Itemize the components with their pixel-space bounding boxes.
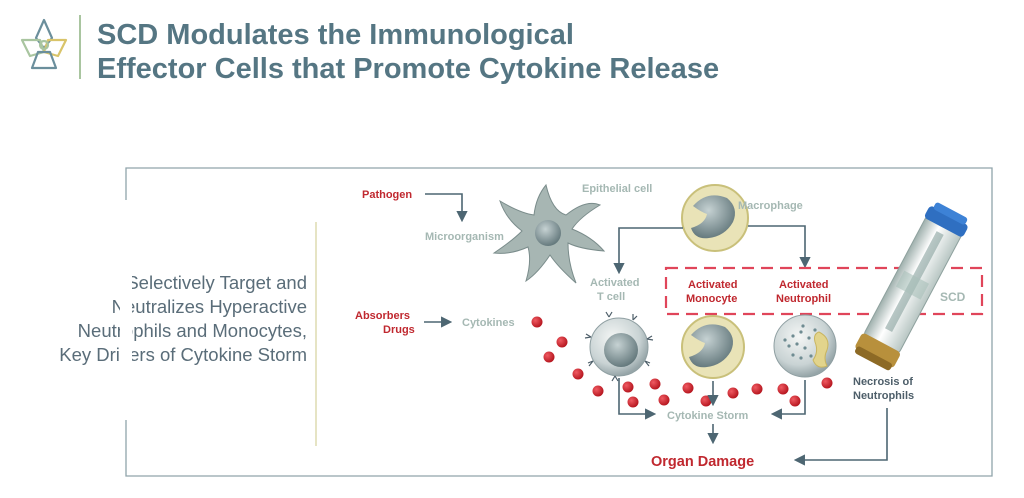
arrow-to-tcell — [613, 227, 683, 275]
activated-neutrophil-label-2: Neutrophil — [776, 293, 831, 305]
header-divider — [79, 15, 81, 79]
microorganism-label: Microorganism — [425, 231, 504, 243]
organ-damage-label: Organ Damage — [651, 454, 754, 470]
absorbers-label: Absorbers — [355, 310, 410, 322]
necrosis-label-2: Neutrophils — [853, 390, 914, 402]
tcell-to-storm-arrow — [618, 378, 657, 420]
neutrophil-cell — [773, 314, 837, 378]
summary-line-2: Neutralizes Hyperactive — [111, 296, 307, 317]
title-line-1: SCD Modulates the Immunological — [97, 19, 574, 51]
activated-neutrophil-label-1: Activated — [779, 279, 829, 291]
epithelial-cell — [492, 183, 606, 284]
company-logo — [20, 18, 68, 70]
epithelial-cell-label: Epithelial cell — [582, 183, 652, 195]
arrow-to-neutrophil — [748, 225, 811, 269]
activated-monocyte-label-2: Monocyte — [686, 293, 737, 305]
summary-line-1: Selectively Target and — [126, 272, 307, 293]
macrophage-label: Macrophage — [738, 200, 803, 212]
necrosis-arrow — [793, 408, 888, 466]
scd-label: SCD — [940, 290, 966, 304]
pathogen-label: Pathogen — [362, 189, 412, 201]
scd-dashed-box — [664, 266, 984, 316]
pathogen-arrow — [425, 193, 468, 223]
summary-line-3: Neutrophils and Monocytes, — [77, 320, 307, 341]
monocyte-cell — [681, 315, 745, 379]
t-cell — [584, 311, 654, 382]
activated-tcell-label-1: Activated — [590, 277, 640, 289]
summary-text: Selectively Target and Neutralizes Hyper… — [10, 271, 307, 367]
page-title: SCD Modulates the Immunological Effector… — [97, 18, 719, 86]
cytokines-label: Cytokines — [462, 317, 515, 329]
activated-tcell-label-2: T cell — [597, 291, 625, 303]
frame-gap — [120, 200, 132, 420]
drugs-label: Drugs — [383, 324, 415, 336]
cytokine-dots — [531, 316, 833, 408]
macrophage-cell — [681, 184, 749, 252]
scd-device — [855, 202, 968, 371]
activated-monocyte-label-1: Activated — [688, 279, 738, 291]
cytokine-storm-label: Cytokine Storm — [667, 410, 749, 422]
neutrophil-to-storm-arrow — [770, 380, 806, 420]
necrosis-label-1: Necrosis of — [853, 376, 913, 388]
title-line-2: Effector Cells that Promote Cytokine Rel… — [97, 53, 720, 85]
